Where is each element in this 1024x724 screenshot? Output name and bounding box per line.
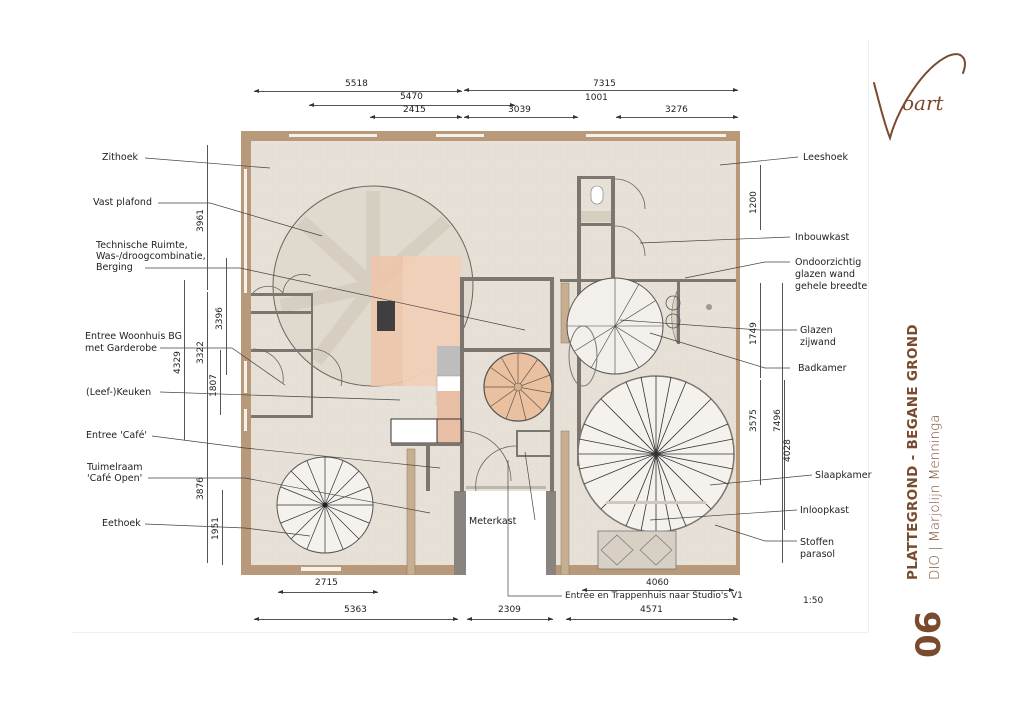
dim-top-3039: 3039 — [508, 105, 531, 115]
label-meterkast: Meterkast — [469, 516, 517, 527]
dim-top-7315: 7315 — [593, 79, 616, 89]
dim-line — [309, 103, 515, 107]
label-leeshoek: Leeshoek — [803, 152, 848, 163]
floor-plan — [241, 131, 740, 575]
dim-bottom-2309: 2309 — [498, 605, 521, 615]
label-vast-plafond: Vast plafond — [93, 197, 152, 208]
label-zithoek: Zithoek — [102, 152, 139, 163]
label-was-droog: Was-/droogcombinatie, — [96, 251, 206, 262]
dim-left-4329: 4329 — [173, 351, 183, 374]
dim-line — [254, 89, 462, 93]
label-technische-ruimte: Technische Ruimte, — [96, 240, 188, 251]
cooktop — [377, 301, 395, 331]
label-berging: Berging — [96, 262, 133, 273]
label-garderobe: met Garderobe — [85, 343, 158, 354]
inloopkast — [597, 530, 677, 570]
page-title: PLATTEGROND - BEGANE GROND — [905, 324, 921, 580]
page-subtitle: DIO | Marjolijn Menninga — [927, 414, 943, 580]
dim-right-1200: 1200 — [749, 191, 759, 214]
svg-text:oart: oart — [902, 91, 945, 115]
dim-line — [616, 115, 738, 119]
label-entree-cafe: Entree 'Café' — [86, 430, 148, 441]
dim-top-5518: 5518 — [345, 79, 368, 89]
label-parasol: parasol — [800, 549, 835, 560]
dim-right-1749: 1749 — [749, 322, 759, 345]
label-entree-trappenhuis: Entree en Trappenhuis naar Studio's V1 — [565, 591, 743, 601]
dim-left-3961: 3961 — [196, 209, 206, 232]
label-tuimelraam: Tuimelraam — [87, 462, 143, 473]
dim-bottom-4060: 4060 — [646, 578, 669, 588]
dim-top-5470: 5470 — [400, 92, 423, 102]
dim-bottom-4571: 4571 — [640, 605, 663, 615]
label-eethoek: Eethoek — [102, 518, 141, 529]
page-number: 06 — [909, 610, 949, 658]
dim-top-1001: 1001 — [585, 93, 608, 103]
voart-logo-icon: oart — [873, 53, 966, 142]
dim-left-1951: 1951 — [211, 517, 221, 540]
dim-bottom-2715: 2715 — [315, 578, 338, 588]
label-badkamer: Badkamer — [798, 363, 847, 374]
dim-line — [464, 88, 738, 92]
label-cafe-open: 'Café Open' — [87, 473, 143, 484]
scale-label: 1:50 — [803, 596, 824, 606]
dim-left-1807: 1807 — [209, 374, 219, 397]
label-entree-woonhuis: Entree Woonhuis BG — [85, 331, 182, 342]
label-glazen-wand: glazen wand — [795, 269, 856, 280]
dim-line — [464, 115, 578, 119]
dim-left-3396: 3396 — [215, 307, 225, 330]
label-slaapkamer: Slaapkamer — [815, 470, 872, 481]
label-keuken: (Leef-)Keuken — [86, 387, 152, 398]
dim-right-3575: 3575 — [749, 409, 759, 432]
label-inbouwkast: Inbouwkast — [795, 232, 850, 243]
dim-left-3876: 3876 — [196, 477, 206, 500]
voart-logo: oart — [868, 48, 978, 148]
dim-right-4028: 4028 — [783, 439, 793, 462]
label-zijwand: zijwand — [800, 337, 836, 348]
page-title-block: PLATTEGROND - BEGANE GROND DIO | Marjoli… — [905, 300, 965, 660]
dim-top-2415: 2415 — [403, 105, 426, 115]
dim-top-3276: 3276 — [665, 105, 688, 115]
label-glazen: Glazen — [800, 325, 833, 336]
entrance-opening — [466, 491, 546, 575]
label-inloopkast: Inloopkast — [800, 505, 849, 516]
dim-left-3322: 3322 — [196, 341, 206, 364]
label-ondoorzichtig: Ondoorzichtig — [795, 257, 862, 268]
label-stoffen: Stoffen — [800, 537, 834, 548]
label-gehele-breedte: gehele breedte — [795, 281, 868, 292]
dim-bottom-5363: 5363 — [344, 605, 367, 615]
dim-line — [370, 115, 462, 119]
